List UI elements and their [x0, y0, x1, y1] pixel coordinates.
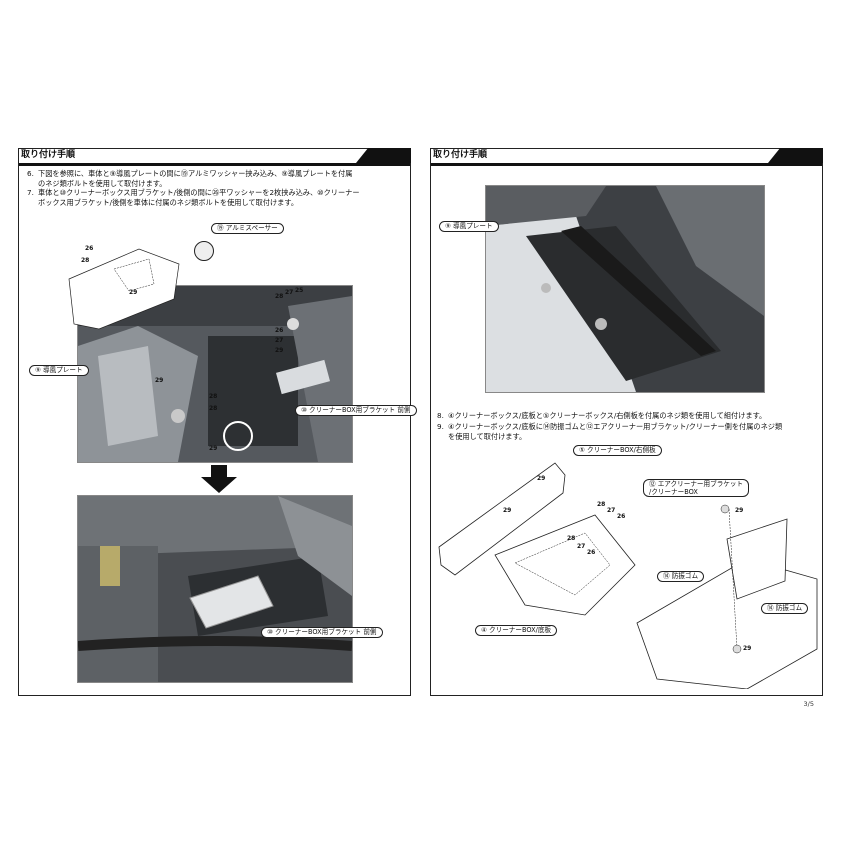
part-number: 27: [275, 337, 284, 344]
part-number: 26: [617, 513, 626, 520]
callout-guide-plate: ⑨ 導風プレート: [29, 365, 89, 376]
callout-guide-plate-right: ⑨ 導風プレート: [439, 221, 499, 232]
step-6: 6.下図を参照に、車体と⑨導風プレートの間に⑲アルミワッシャー挟み込み、⑨導風プ…: [27, 169, 353, 188]
part-number: 27: [607, 507, 616, 514]
callout-rubber-b: ⑭ 防振ゴム: [761, 603, 809, 614]
down-arrow-icon: [201, 465, 237, 493]
part-number: 29: [735, 507, 744, 514]
callout-box-bottom: ④ クリーナーBOX/底板: [475, 625, 558, 636]
part-number: 29: [743, 645, 752, 652]
part-number: 26: [275, 327, 284, 334]
callout-bracket-front-top: ⑩ クリーナーBOX用ブラケット 前側: [295, 405, 417, 416]
step-7: 7.車体と⑩クリーナーボックス用ブラケット/後側の間に㉖平ワッシャーを2枚挟み込…: [27, 188, 360, 207]
left-instruction-page: 取り付け手順 6.下図を参照に、車体と⑨導風プレートの間に⑲アルミワッシャー挟み…: [18, 148, 417, 696]
guide-plate-sketch: [68, 248, 180, 330]
guide-plate-installed-photo: [485, 185, 765, 393]
part-number: 29: [537, 475, 546, 482]
part-number: 28: [567, 535, 576, 542]
step-9: 9.④クリーナーボックス/底板に⑭防振ゴムと⑫エアクリーナー用ブラケット/クリー…: [437, 422, 783, 441]
part-number: 29: [129, 289, 138, 296]
right-page-header: 取り付け手順: [431, 148, 823, 166]
page-number: 3/5: [803, 700, 814, 708]
part-number: 26: [85, 245, 94, 252]
right-header-title: 取り付け手順: [433, 150, 488, 160]
right-instruction-page: 取り付け手順 ⑨ 導風プレート 8.④クリーナーボックス/底板と⑤クリーナーボッ…: [430, 148, 823, 696]
part-number: 27: [577, 543, 586, 550]
part-number: 29: [209, 445, 218, 452]
part-number: 28: [81, 257, 90, 264]
part-number: 29: [503, 507, 512, 514]
callout-box-right-side: ⑤ クリーナーBOX/右側板: [573, 445, 662, 456]
cleaner-box-right-drawing: [636, 504, 818, 689]
part-number: 28: [209, 393, 218, 400]
aluminum-spacer-icon: [194, 241, 214, 261]
part-number: 29: [155, 377, 164, 384]
step-8: 8.④クリーナーボックス/底板と⑤クリーナーボックス/右側板を付属のネジ類を使用…: [437, 411, 767, 420]
part-number: 28: [597, 501, 606, 508]
cleaner-box-bottom-drawing: [438, 462, 636, 616]
left-header-title: 取り付け手順: [21, 150, 76, 160]
part-number: 26: [587, 549, 596, 556]
callout-aircleaner-bracket: ⑫ エアクリーナー用ブラケット/クリーナーBOX: [643, 479, 750, 497]
engine-bay-photo-bottom: [77, 495, 353, 683]
callout-aluminum-spacer: ⑲ アルミスペーサー: [211, 223, 284, 234]
part-number: 29: [275, 347, 284, 354]
callout-rubber-a: ⑭ 防振ゴム: [657, 571, 705, 582]
part-number: 25: [295, 287, 304, 294]
part-number: 27: [285, 289, 294, 296]
callout-bracket-front-bottom: ⑩ クリーナーBOX用ブラケット 前側: [261, 627, 383, 638]
part-number: 28: [275, 293, 284, 300]
part-number: 28: [209, 405, 218, 412]
left-page-header: 取り付け手順: [19, 148, 411, 166]
